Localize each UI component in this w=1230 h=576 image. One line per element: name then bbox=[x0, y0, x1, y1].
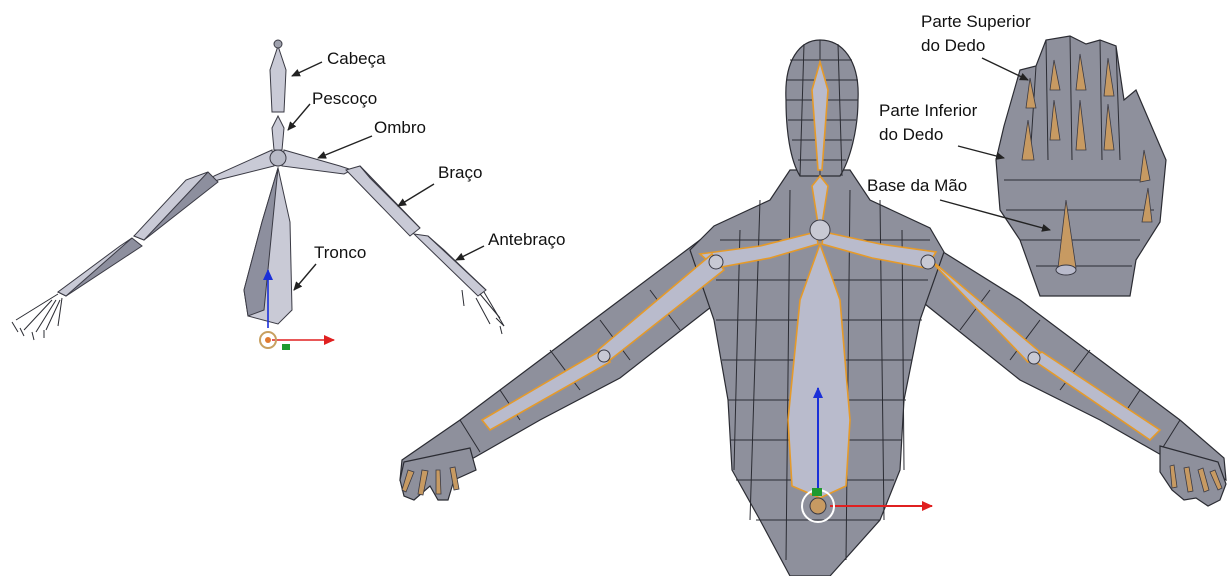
y-axis-marker bbox=[282, 344, 290, 350]
left-shoulder-bone bbox=[208, 150, 274, 184]
hand-closeup bbox=[996, 36, 1166, 296]
right-shoulder-bone bbox=[282, 150, 352, 174]
neck-arrow bbox=[288, 104, 310, 130]
chest-joint-overlay bbox=[810, 220, 830, 240]
right-elbow-joint bbox=[1028, 352, 1040, 364]
head-arrow bbox=[292, 62, 322, 76]
origin-point bbox=[265, 337, 271, 343]
right-upper-arm-bone bbox=[346, 166, 420, 236]
left-forearm-face bbox=[58, 238, 132, 296]
neck-label: Pescoço bbox=[312, 89, 377, 108]
left-shoulder-joint bbox=[709, 255, 723, 269]
forearm-label: Antebraço bbox=[488, 230, 566, 249]
skeleton-armature bbox=[12, 40, 504, 350]
left-hand-bones bbox=[12, 294, 62, 340]
neck-bone bbox=[272, 116, 284, 150]
right-upper-arm-side bbox=[360, 166, 420, 228]
forearm-arrow bbox=[456, 246, 484, 260]
head-bone bbox=[270, 46, 286, 112]
shoulder-label: Ombro bbox=[374, 118, 426, 137]
finger-bottom-arrow bbox=[958, 146, 1004, 158]
finger-bottom-label-line1: Parte Inferior bbox=[879, 101, 978, 120]
y-axis-marker-body bbox=[812, 488, 822, 496]
arm-arrow bbox=[398, 184, 434, 206]
left-upper-arm-face bbox=[134, 172, 208, 240]
right-forearm-side bbox=[428, 236, 486, 290]
arm-label: Braço bbox=[438, 163, 482, 182]
left-elbow-joint bbox=[598, 350, 610, 362]
left-arm-mesh bbox=[400, 240, 720, 480]
chest-joint bbox=[270, 150, 286, 166]
right-shoulder-joint bbox=[921, 255, 935, 269]
head-label: Cabeça bbox=[327, 49, 386, 68]
right-hand-bones bbox=[462, 290, 504, 334]
finger-top-arrow bbox=[982, 58, 1028, 80]
hand-base-label: Base da Mão bbox=[867, 176, 967, 195]
origin-point-body bbox=[810, 498, 826, 514]
head-tip-joint bbox=[274, 40, 282, 48]
trunk-label: Tronco bbox=[314, 243, 366, 262]
right-forearm-bone bbox=[414, 234, 486, 296]
finger-top-label-line1: Parte Superior bbox=[921, 12, 1031, 31]
hand-base-joint bbox=[1056, 265, 1076, 275]
finger-top-label-line2: do Dedo bbox=[921, 36, 985, 55]
shoulder-arrow bbox=[318, 136, 372, 158]
trunk-arrow bbox=[294, 264, 316, 290]
finger-bottom-label-line2: do Dedo bbox=[879, 125, 943, 144]
